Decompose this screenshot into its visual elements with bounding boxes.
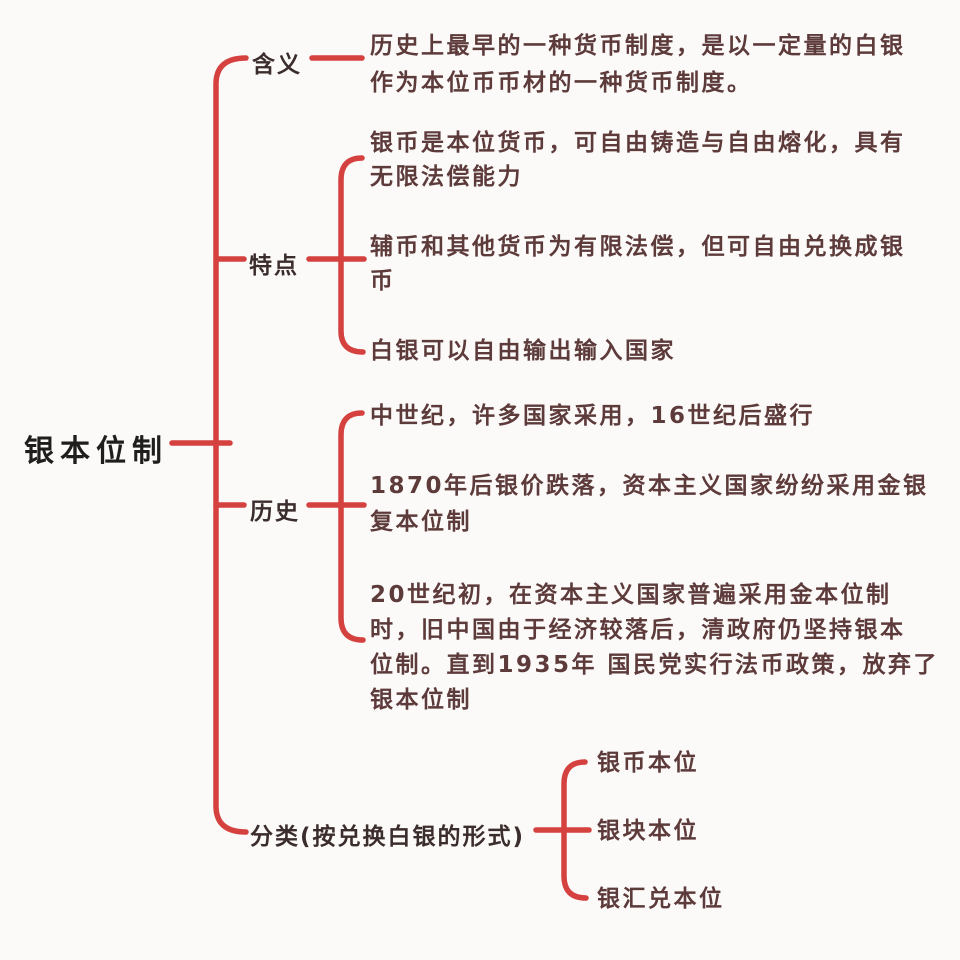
trunk-line: [213, 55, 249, 835]
branch-label-meaning: 含义: [252, 52, 302, 78]
branch-label-history: 历史: [250, 499, 300, 525]
leaf-classification-exchange-standard: 银汇兑本位: [597, 886, 725, 912]
leaf-history-3: 20世纪初，在资本主义国家普遍采用金本位制 时，旧中国由于经济较落后，清政府仍坚…: [370, 582, 940, 713]
leaf-history-2: 1870年后银价跌落，资本主义国家纷纷采用金银 复本位制: [370, 473, 929, 535]
leaf-feature-2: 辅币和其他货币为有限法偿，但可自由兑换成银 币: [370, 234, 906, 294]
branch-label-classification: 分类(按兑换白银的形式): [250, 824, 526, 850]
subtrunk-history: [338, 410, 366, 643]
leaf-history-1: 中世纪，许多国家采用，16世纪后盛行: [370, 403, 816, 429]
root-node: 银本位制: [24, 434, 168, 469]
leaf-feature-3: 白银可以自由输出输入国家: [370, 338, 676, 364]
leaf-classification-bullion-standard: 银块本位: [597, 818, 699, 844]
subtrunk-classification: [561, 759, 589, 901]
branch-label-features: 特点: [249, 253, 299, 279]
leaf-feature-1: 银币是本位货币，可自由铸造与自由熔化，具有 无限法偿能力: [370, 130, 906, 190]
leaf-meaning-text: 历史上最早的一种货币制度，是以一定量的白银 作为本位币币材的一种货币制度。: [370, 33, 906, 96]
subtrunk-features: [338, 155, 366, 355]
leaf-classification-coin-standard: 银币本位: [597, 750, 699, 776]
